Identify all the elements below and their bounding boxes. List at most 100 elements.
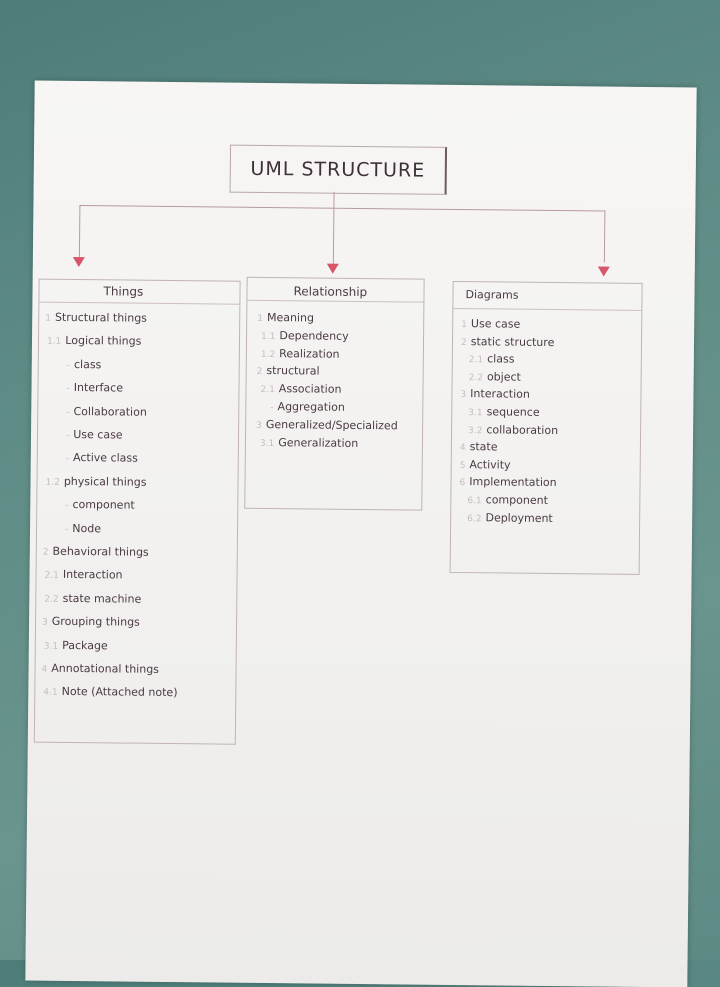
things-item-number: 4.1 [43, 688, 58, 699]
things-item-number: - [64, 524, 69, 535]
things-item-text: Note (Attached note) [61, 685, 178, 700]
relationship-item-text: Generalization [278, 435, 359, 450]
relationship-item-number: - [270, 403, 274, 414]
diagrams-item-number: 5 [459, 460, 466, 471]
things-item-number: 3 [41, 617, 48, 628]
things-item-text: physical things [63, 474, 147, 489]
relationship-item-number: 1.2 [260, 349, 276, 360]
diagram-title: UML STRUCTURE [250, 157, 426, 182]
things-item-text: Interface [73, 381, 124, 395]
things-item-number: - [66, 360, 71, 371]
diagrams-item-text: sequence [486, 405, 540, 419]
things-item-number: - [66, 384, 70, 395]
arrow-relationship-icon [326, 263, 339, 274]
relationship-item-number: 2.1 [260, 385, 275, 396]
things-item-text: class [73, 357, 102, 372]
diagrams-item-number: 3.2 [468, 425, 483, 436]
things-item-number: 1 [45, 313, 52, 324]
connector-horizontal [79, 205, 606, 212]
things-item: -Collaboration [66, 404, 147, 419]
things-item-number: - [65, 501, 69, 512]
things-item-text: Logical things [65, 334, 142, 349]
connector-left-down [333, 191, 335, 208]
diagrams-item-number: 3 [460, 390, 467, 401]
relationship-title: Relationship [293, 284, 368, 300]
things-item-text: Node [72, 521, 102, 535]
things-item-text: Interaction [62, 568, 123, 582]
things-item-text: Collaboration [73, 404, 147, 419]
things-item-number: 1.1 [46, 337, 62, 348]
relationship-item-text: Aggregation [277, 400, 345, 414]
things-item: -Active class [66, 451, 138, 465]
relationship-item-text: Association [278, 382, 342, 396]
title-box: UML STRUCTURE [229, 144, 448, 195]
things-item-number: 3.1 [43, 641, 59, 652]
diagrams-item-text: Activity [469, 457, 511, 472]
relationship-item-number: 1 [257, 313, 264, 324]
things-header-rule [39, 301, 240, 305]
diagrams-item-number: 3.1 [468, 408, 483, 419]
diagrams-item-number: 4 [459, 443, 466, 454]
diagrams-item-number: 2.2 [468, 372, 484, 384]
things-item-text: state machine [62, 591, 142, 606]
things-item-text: Behavioral things [52, 544, 149, 559]
relationship-item: -Aggregation [270, 400, 345, 414]
connector-relationship [332, 207, 335, 264]
diagrams-item-number: 1 [461, 320, 467, 331]
arrow-diagrams-icon [597, 266, 610, 277]
things-item: -Node [64, 521, 102, 535]
diagrams-item-text: Interaction [470, 387, 530, 402]
diagrams-item-text: collaboration [486, 422, 559, 437]
diagrams-item-number: 6 [459, 478, 466, 489]
diagrams-item-number: 2 [460, 337, 467, 348]
relationship-item-text: Dependency [279, 328, 349, 343]
diagrams-item-text: Use case [470, 317, 521, 331]
things-item-text: Use case [73, 427, 123, 442]
relationship-item-text: structural [266, 364, 320, 378]
things-item: -component [65, 498, 135, 512]
things-item: -Interface [66, 381, 124, 395]
diagrams-header-rule [453, 307, 642, 311]
things-item-text: Grouping things [51, 614, 140, 629]
things-item-number: 2.2 [44, 594, 59, 605]
things-item-text: Structural things [54, 310, 148, 325]
diagrams-item-number: 6.1 [467, 496, 482, 507]
things-item-text: component [72, 498, 135, 512]
things-item-number: 4 [41, 664, 48, 675]
diagrams-item-number: 2.1 [468, 355, 484, 366]
diagrams-item-text: static structure [470, 334, 555, 349]
things-item-number: 2 [42, 547, 49, 558]
things-item-number: 1.2 [45, 477, 60, 488]
arrow-things-icon [72, 256, 85, 268]
things-item-number: - [66, 407, 70, 418]
diagrams-item-text: Deployment [485, 510, 553, 525]
